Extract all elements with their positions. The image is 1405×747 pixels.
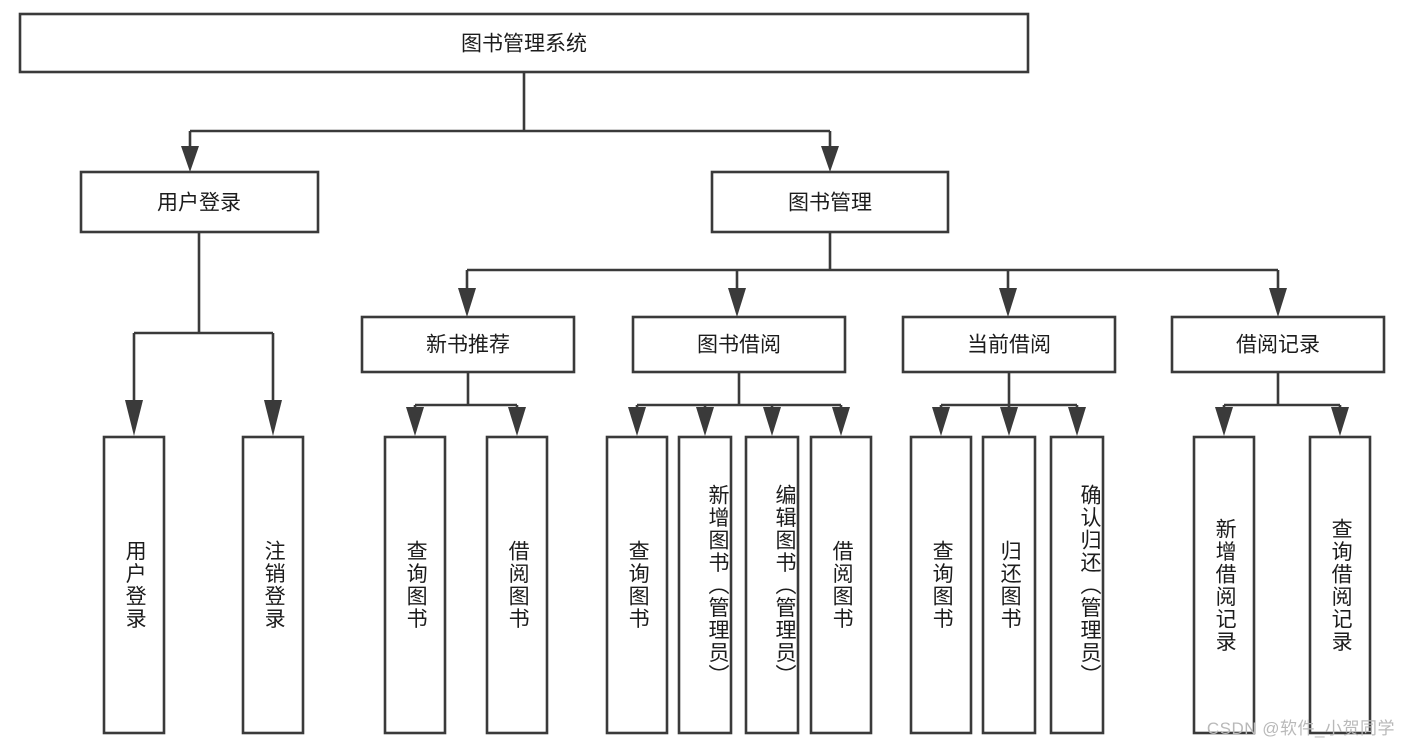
node-new-book-recommend-box[interactable] [360,315,576,374]
node-borrow-record[interactable]: 借阅记录 [1170,315,1386,374]
leaf-box-bb-borrow-book[interactable] [809,435,873,735]
arrowhead-new-book [458,288,476,317]
arrowhead-cb-leaf-2 [1000,407,1018,436]
leaf-box-bb-add-book[interactable] [677,435,733,735]
leaf-box-nb-borrow-book[interactable] [485,435,549,735]
node-user-login-box[interactable] [79,170,320,234]
arrowhead-book-manage [821,146,839,172]
node-book-borrow-label: 图书借阅 [697,334,781,357]
node-root[interactable]: 图书管理系统 [18,12,1030,74]
leaf-box-br-add-record[interactable] [1192,435,1256,735]
leaf-box-bb-edit-book[interactable] [744,435,800,735]
arrowhead-book-borrow [728,288,746,317]
node-book-manage[interactable]: 图书管理 [710,170,950,234]
node-new-book-recommend[interactable]: 新书推荐 [360,315,576,374]
leaf-box-cb-confirm-return[interactable] [1049,435,1105,735]
node-book-borrow-box[interactable] [631,315,847,374]
node-book-manage-box[interactable] [710,170,950,234]
node-root-box[interactable] [18,12,1030,74]
arrowhead-leaf-logout [264,400,282,436]
node-book-borrow[interactable]: 图书借阅 [631,315,847,374]
node-current-borrow-box[interactable] [901,315,1117,374]
node-user-login[interactable]: 用户登录 [79,170,320,234]
node-user-login-label: 用户登录 [157,192,241,215]
node-root-label: 图书管理系统 [461,33,587,56]
arrowhead-bb-leaf-1 [628,407,646,436]
node-current-borrow-label: 当前借阅 [967,334,1051,357]
arrowhead-br-leaf-1 [1215,407,1233,436]
node-current-borrow[interactable]: 当前借阅 [901,315,1117,374]
arrowhead-user-login [181,146,199,172]
edges-new-book-children [406,372,526,436]
leaf-box-br-query-record[interactable] [1308,435,1372,735]
edges-book-borrow-children [628,372,850,436]
edges-book-manage-children [458,232,1287,317]
leaf-boxes [102,435,1372,735]
arrowhead-bb-leaf-3 [763,407,781,436]
leaf-box-cb-return-book[interactable] [981,435,1037,735]
edges-level1 [181,72,839,172]
node-new-book-recommend-label: 新书推荐 [426,334,510,357]
node-borrow-record-label: 借阅记录 [1236,334,1320,357]
arrowhead-borrow-record [1269,288,1287,317]
arrowhead-br-leaf-2 [1331,407,1349,436]
arrowhead-cb-leaf-1 [932,407,950,436]
arrowhead-nb-leaf-1 [406,407,424,436]
leaf-box-user-login[interactable] [102,435,166,735]
leaf-box-nb-query-book[interactable] [383,435,447,735]
arrowhead-bb-leaf-4 [832,407,850,436]
edges-borrow-record-children [1215,372,1349,436]
watermark-text: CSDN @软件_小贺同学 [1206,719,1395,738]
node-book-manage-label: 图书管理 [788,192,872,215]
leaf-box-bb-query-book[interactable] [605,435,669,735]
arrowhead-nb-leaf-2 [508,407,526,436]
edges-user-login-children [125,232,282,436]
leaf-box-logout[interactable] [241,435,305,735]
arrowhead-bb-leaf-2 [696,407,714,436]
arrowhead-current-borrow [999,288,1017,317]
arrowhead-leaf-user-login [125,400,143,436]
edges-current-borrow-children [932,372,1086,436]
leaf-box-cb-query-book[interactable] [909,435,973,735]
arrowhead-cb-leaf-3 [1068,407,1086,436]
